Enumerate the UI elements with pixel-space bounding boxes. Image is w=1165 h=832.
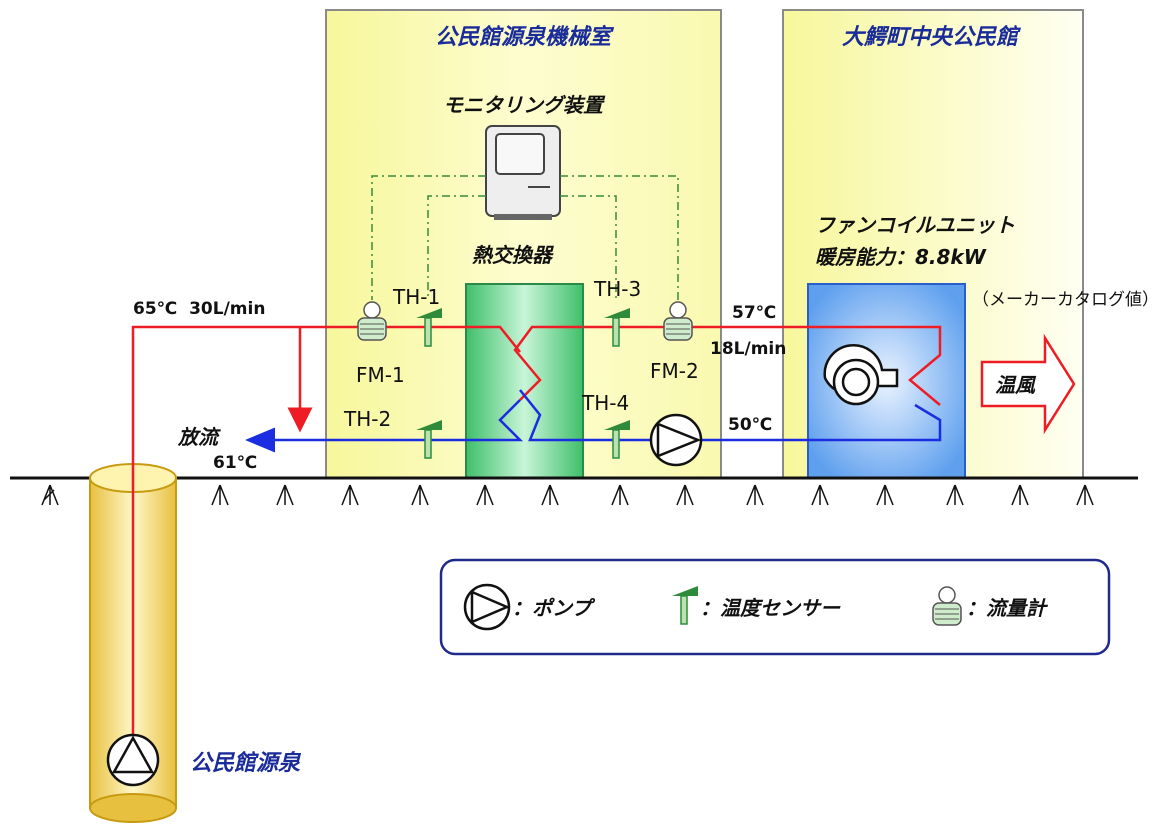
secondary-supply-temp-label: 57℃ [732,303,776,323]
fan-coil-unit: ファンコイルユニット 暖房能力：8.8kW （メーカーカタログ値） [807,213,1159,479]
fan-icon [823,344,899,406]
circulation-pump-icon [649,413,703,467]
monitor-signal-lines [371,175,679,300]
ground [10,476,1138,506]
heat-exchanger: 熱交換器 [465,243,584,479]
warm-air-label: 温風 [995,373,1037,397]
temp-sensor-th1-icon [416,308,442,347]
well-pump-icon [106,733,160,787]
temp-sensor-th3-icon [604,308,630,347]
community-hall-title: 大鰐町中央公民館 [842,24,1021,50]
fm2-label: FM-2 [650,359,699,383]
flowmeter-fm2-icon [663,301,693,341]
computer-icon [485,125,561,220]
legend-flowmeter-label: ：流量計 [966,596,1049,620]
legend-pump-icon [463,583,511,631]
heat-exchanger-title: 熱交換器 [472,243,554,267]
fancoil-title-line1: ファンコイルユニット [815,213,1015,237]
legend-pump-label: ：ポンプ [512,596,595,620]
legend-flowmeter-icon [932,586,962,626]
th4-label: TH-4 [581,391,629,415]
secondary-flow-label: 18L/min [710,339,786,359]
th1-label: TH-1 [392,285,440,309]
source-temp-flow-label: 65℃ 30L/min [133,299,265,319]
th2-label: TH-2 [343,407,391,431]
fancoil-title-line2: 暖房能力：8.8kW [815,245,987,269]
secondary-return-temp-label: 50℃ [728,415,772,435]
hot-water-pipes [131,325,942,770]
temp-sensor-th4-icon [604,420,630,459]
legend-temp-sensor-icon [672,586,698,625]
monitor-title: モニタリング装置 [443,93,606,117]
warm-air-arrow: 温風 [980,333,1076,435]
well-label: 公民館源泉 [190,750,302,776]
flowmeter-fm1-icon [357,301,387,341]
legend: ：ポンプ ：温度センサー ：流量計 [439,558,1111,656]
fm1-label: FM-1 [356,363,405,387]
legend-temp-sensor-label: ：温度センサー [700,596,841,620]
discharge-label: 放流 [177,425,221,449]
th3-label: TH-3 [593,277,641,301]
monitoring-device: モニタリング装置 [371,93,679,300]
fancoil-note: （メーカーカタログ値） [972,290,1159,310]
machine-room-title: 公民館源泉機械室 [435,24,615,50]
temp-sensor-th2-icon [416,420,442,459]
discharge-temp-label: 61℃ [213,453,257,473]
